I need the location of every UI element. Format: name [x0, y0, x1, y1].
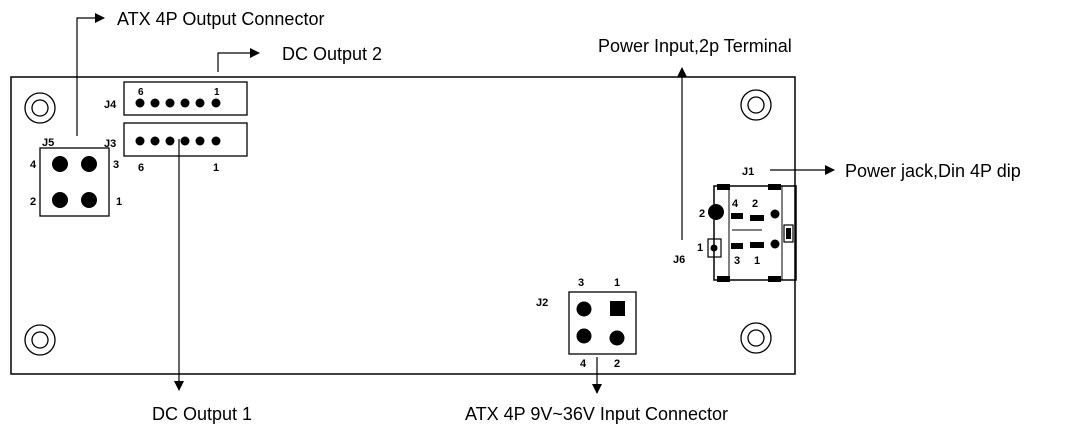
j4-pin-label-6: 6: [138, 87, 144, 98]
j2-pin-label-2: 2: [614, 358, 620, 370]
power-jack-callout: Power jack,Din 4P dip: [845, 161, 1021, 181]
connector-j6: J6 2 1: [673, 208, 722, 266]
connector-j5: J5 4 3 2 1: [30, 137, 122, 217]
dc-output-1-callout: DC Output 1: [152, 404, 252, 424]
j1-pin-label-1: 1: [754, 255, 760, 267]
mounting-hole-top-left: [24, 92, 56, 124]
mounting-hole-bottom-right: [740, 322, 772, 354]
j6-label: J6: [673, 254, 685, 266]
j3-pin-label-6: 6: [138, 162, 144, 174]
j3-pin-label-1: 1: [213, 162, 219, 174]
atx-output-callout: ATX 4P Output Connector: [117, 9, 324, 29]
j5-pin-label-3: 3: [113, 159, 119, 171]
j6-pin-label-1: 1: [697, 242, 703, 254]
j5-pin-label-1: 1: [116, 196, 122, 208]
connector-j4: J4 6 1: [104, 81, 248, 116]
j1-pin-label-3: 3: [734, 255, 740, 267]
j1-pin-label-2: 2: [752, 198, 758, 210]
j1-pin-label-4: 4: [732, 198, 739, 210]
j2-pin-label-1: 1: [614, 277, 620, 289]
j2-pin-label-4: 4: [580, 358, 587, 370]
atx-input-callout: ATX 4P 9V~36V Input Connector: [465, 404, 728, 424]
j5-label: J5: [42, 137, 54, 149]
power-input-callout: Power Input,2p Terminal: [598, 36, 792, 56]
j2-pin-label-3: 3: [578, 277, 584, 289]
mounting-hole-bottom-left: [24, 324, 56, 356]
dc-output-2-leader: [217, 48, 260, 72]
j3-label: J3: [104, 138, 116, 150]
j5-pin-label-4: 4: [30, 159, 37, 171]
atx-output-leader: [76, 13, 105, 136]
connector-j3: J3 6 1: [104, 122, 248, 174]
j5-pin-label-2: 2: [30, 196, 36, 208]
connector-j1: J1 4 2 3 1: [708, 166, 797, 282]
pcb-board: [10, 76, 796, 375]
j6-pin-label-2: 2: [699, 208, 705, 220]
connector-j2: J2 3 1 4 2: [536, 277, 637, 370]
j1-label: J1: [742, 166, 754, 178]
mounting-hole-top-right: [740, 89, 772, 121]
j2-label: J2: [536, 297, 548, 309]
j4-pin-label-1: 1: [214, 87, 220, 98]
dc-output-2-callout: DC Output 2: [282, 44, 382, 64]
j4-label: J4: [104, 99, 117, 111]
